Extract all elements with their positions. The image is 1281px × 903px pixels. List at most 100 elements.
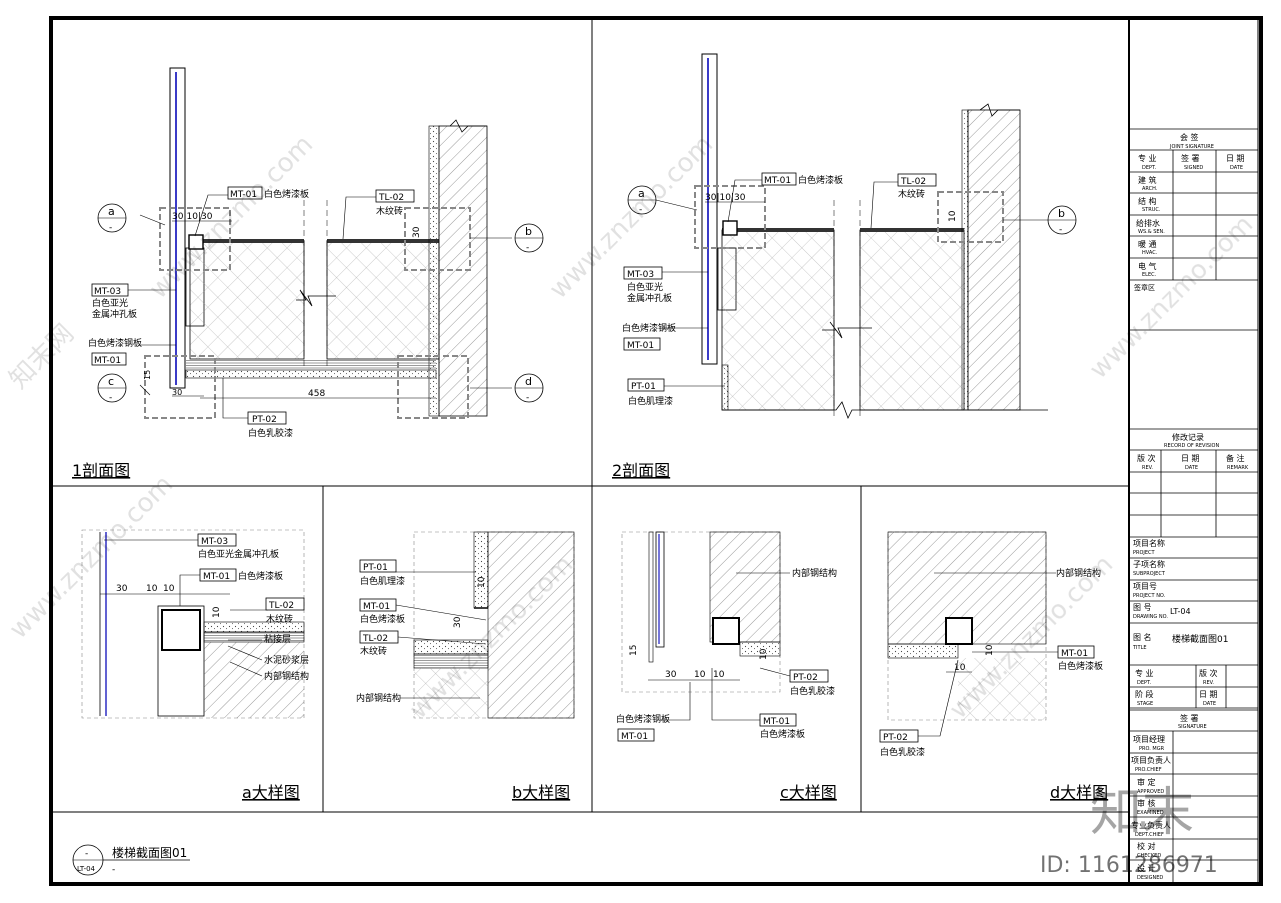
material-note: 木纹砖: [898, 188, 925, 200]
title-block: 会 签 JOINT SIGNATURE 专 业 DEPT. 签 署 SIGNED…: [1129, 18, 1259, 884]
material-tag: MT-01: [621, 732, 648, 742]
tag-box: [761, 172, 797, 186]
material-tag: MT-01: [763, 717, 790, 727]
view-title-section-2: 2剖面图: [612, 461, 670, 480]
material-tag: MT-01: [94, 356, 121, 366]
material-note: 水泥砂浆层: [264, 654, 309, 666]
drawing-number-value: LT-04: [1170, 607, 1191, 616]
dim-text: 10: [212, 606, 222, 618]
view-title-detail-c: c大样图: [780, 783, 837, 802]
svg-text:阶 段: 阶 段: [1135, 689, 1154, 699]
svg-text:会 签: 会 签: [1180, 132, 1199, 142]
svg-text:-: -: [1059, 225, 1062, 235]
view-title-detail-d: d大样图: [1050, 783, 1108, 802]
svg-text:版 次: 版 次: [1137, 453, 1156, 463]
section-1-drawing: [128, 67, 512, 419]
svg-text:暖 通: 暖 通: [1138, 239, 1157, 249]
material-note: 白色肌理漆: [360, 575, 405, 587]
svg-text:TITLE: TITLE: [1132, 645, 1147, 651]
ref-sub: -: [112, 865, 115, 875]
dim-text: 10: [477, 576, 487, 588]
material-tag: PT-01: [363, 563, 388, 573]
material-tag: TL-02: [268, 601, 294, 611]
dim-text: 10: [985, 644, 995, 656]
svg-text:ARCH.: ARCH.: [1142, 186, 1158, 192]
detail-d-drawing: [887, 531, 1058, 737]
callout-a-2: a -: [627, 185, 657, 215]
svg-text:专 业: 专 业: [1135, 668, 1154, 678]
drawing-ref-symbol: - LT-04 楼梯截面图01 -: [72, 844, 190, 876]
material-tag: MT-01: [627, 341, 654, 351]
svg-text:HVAC.: HVAC.: [1142, 250, 1158, 256]
material-note: 粘接层: [264, 633, 291, 645]
tag-box: [359, 630, 399, 644]
svg-text:DATE: DATE: [1185, 465, 1198, 471]
svg-text:审 定: 审 定: [1137, 777, 1156, 787]
tag-box: [91, 283, 129, 297]
material-note: 内部钢结构: [264, 670, 309, 682]
material-note: 白色亚光金属冲孔板: [198, 548, 279, 560]
material-note: 白色烤漆板: [264, 188, 309, 200]
material-note: 白色乳胶漆: [790, 685, 835, 697]
svg-text:PRO.CHIEF: PRO.CHIEF: [1135, 767, 1162, 773]
material-note: 白色乳胶漆: [248, 427, 293, 439]
material-tag: MT-03: [201, 537, 228, 547]
dim-text: 15: [143, 370, 152, 380]
svg-text:DEPT.: DEPT.: [1137, 680, 1151, 686]
svg-text:DATE: DATE: [1203, 701, 1216, 707]
detail-c-labels: 15 30 10 10 10 内部钢结构 PT-02 白色乳胶漆 白色烤漆钢板 …: [616, 567, 837, 742]
dim-text: 30|10|30: [172, 212, 213, 222]
svg-text:STAGE: STAGE: [1137, 701, 1153, 707]
tag-box: [789, 669, 829, 683]
svg-text:专 业: 专 业: [1138, 153, 1157, 163]
svg-text:DEPT.CHIEF: DEPT.CHIEF: [1135, 832, 1164, 838]
svg-text:设 计: 设 计: [1137, 863, 1156, 873]
dim-text: 30: [116, 584, 128, 594]
material-tag: MT-01: [230, 190, 257, 200]
tag-box: [627, 378, 665, 392]
dim-text: 10: [948, 210, 958, 222]
material-note: 内部钢结构: [792, 567, 837, 579]
dim-text: 10: [163, 584, 175, 594]
detail-b-drawing: [395, 531, 575, 719]
material-note: 白色烤漆钢板: [88, 337, 142, 349]
svg-text:图 号: 图 号: [1133, 603, 1152, 612]
svg-text:b: b: [1058, 207, 1065, 220]
material-tag: TL-02: [900, 177, 926, 187]
material-note: 白色烤漆板: [760, 728, 805, 740]
ref-sheet-no: LT-04: [77, 865, 96, 873]
ref-label: 楼梯截面图01: [112, 845, 187, 860]
svg-text:DESIGNED: DESIGNED: [1137, 875, 1163, 881]
tag-box: [199, 568, 237, 582]
svg-text:RECORD OF REVISION: RECORD OF REVISION: [1164, 443, 1219, 449]
svg-text:给排水: 给排水: [1136, 218, 1160, 228]
material-tag: PT-01: [631, 382, 656, 392]
material-tag: MT-03: [627, 270, 654, 280]
svg-text:项目名称: 项目名称: [1133, 538, 1165, 548]
material-note: 内部钢结构: [356, 692, 401, 704]
svg-text:a: a: [108, 205, 115, 218]
svg-text:专业负责人: 专业负责人: [1131, 820, 1171, 830]
material-note: 内部钢结构: [1056, 567, 1101, 579]
svg-text:版 次: 版 次: [1199, 668, 1218, 678]
material-note: 白色肌理漆: [628, 395, 673, 407]
material-tag: MT-01: [363, 602, 390, 612]
dim-text: 10: [759, 648, 769, 660]
svg-text:JOINT SIGNATURE: JOINT SIGNATURE: [1169, 144, 1214, 150]
material-note: 木纹砖: [360, 645, 387, 657]
tag-box: [247, 411, 287, 425]
material-tag: TL-02: [378, 193, 404, 203]
material-tag: TL-02: [362, 634, 388, 644]
dim-text: 458: [308, 389, 325, 399]
svg-text:CHECKED: CHECKED: [1137, 853, 1161, 859]
material-note: 白色烤漆板: [360, 613, 405, 625]
material-tag: PT-02: [252, 415, 277, 425]
svg-text:EXAMINED: EXAMINED: [1137, 810, 1164, 816]
svg-text:签章区: 签章区: [1134, 283, 1155, 292]
material-note: 白色亚光: [92, 297, 128, 309]
svg-text:备 注: 备 注: [1226, 453, 1245, 463]
svg-text:PROJECT NO.: PROJECT NO.: [1133, 593, 1166, 599]
svg-text:WS.& SEN.: WS.& SEN.: [1138, 229, 1165, 235]
svg-text:SIGNATURE: SIGNATURE: [1178, 724, 1207, 730]
